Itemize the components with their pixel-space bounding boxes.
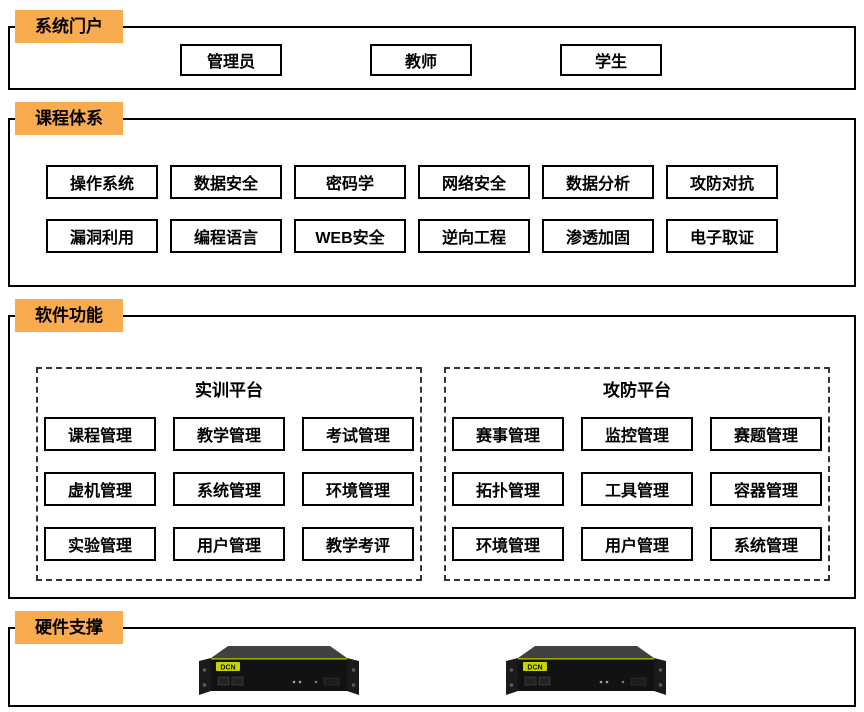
software-module: 系统管理 [173,472,285,506]
software-section: 软件功能 实训平台 课程管理 教学管理 考试管理 虚机管理 系统管理 环境管理 … [8,299,856,599]
courses-section-label: 课程体系 [15,102,123,135]
course-box: 渗透加固 [542,219,654,253]
software-module: 系统管理 [710,527,822,561]
software-module: 实验管理 [44,527,156,561]
attack-defense-platform-group: 攻防平台 赛事管理 监控管理 赛题管理 拓扑管理 工具管理 容器管理 环境管理 … [444,367,830,581]
portal-section: 系统门户 管理员 教师 学生 [8,10,856,90]
server-icon: DCN [198,646,359,695]
software-module: 教学考评 [302,527,414,561]
training-platform-grid: 课程管理 教学管理 考试管理 虚机管理 系统管理 环境管理 实验管理 用户管理 … [38,417,420,561]
software-module: 环境管理 [302,472,414,506]
software-module: 赛事管理 [452,417,564,451]
course-box: 编程语言 [170,219,282,253]
course-box: 网络安全 [418,165,530,199]
portal-role-student: 学生 [560,44,662,76]
software-module: 教学管理 [173,417,285,451]
server-brand-label: DCN [220,665,235,672]
software-module: 用户管理 [173,527,285,561]
course-box: 逆向工程 [418,219,530,253]
training-platform-group: 实训平台 课程管理 教学管理 考试管理 虚机管理 系统管理 环境管理 实验管理 … [36,367,422,581]
software-module: 课程管理 [44,417,156,451]
course-box: 电子取证 [666,219,778,253]
hardware-section: 硬件支撑 DCN [8,611,856,707]
platforms-row: 实训平台 课程管理 教学管理 考试管理 虚机管理 系统管理 环境管理 实验管理 … [36,367,854,581]
attack-defense-platform-title: 攻防平台 [603,381,671,400]
software-module: 工具管理 [581,472,693,506]
server-appliance-2: DCN [505,639,667,695]
software-module: 用户管理 [581,527,693,561]
portal-roles-row: 管理员 教师 学生 [10,28,854,76]
courses-row-2: 漏洞利用 编程语言 WEB安全 逆向工程 渗透加固 电子取证 [46,219,854,253]
course-box: 攻防对抗 [666,165,778,199]
software-module: 环境管理 [452,527,564,561]
software-module: 容器管理 [710,472,822,506]
server-brand-label: DCN [527,665,542,672]
course-box: WEB安全 [294,219,406,253]
portal-section-label: 系统门户 [15,10,123,43]
attack-defense-platform-grid: 赛事管理 监控管理 赛题管理 拓扑管理 工具管理 容器管理 环境管理 用户管理 … [446,417,828,561]
software-module: 拓扑管理 [452,472,564,506]
courses-section: 课程体系 操作系统 数据安全 密码学 网络安全 数据分析 攻防对抗 漏洞利用 编… [8,102,856,287]
server-appliance-1: DCN [198,639,360,695]
course-box: 密码学 [294,165,406,199]
courses-row-1: 操作系统 数据安全 密码学 网络安全 数据分析 攻防对抗 [46,165,854,199]
portal-role-teacher: 教师 [370,44,472,76]
course-box: 操作系统 [46,165,158,199]
software-module: 监控管理 [581,417,693,451]
portal-role-admin: 管理员 [180,44,282,76]
software-module: 赛题管理 [710,417,822,451]
software-module: 虚机管理 [44,472,156,506]
software-module: 考试管理 [302,417,414,451]
course-box: 数据分析 [542,165,654,199]
software-section-label: 软件功能 [15,299,123,332]
server-icon: DCN [505,646,666,695]
course-box: 漏洞利用 [46,219,158,253]
training-platform-title: 实训平台 [195,381,263,400]
course-box: 数据安全 [170,165,282,199]
hardware-section-label: 硬件支撑 [15,611,123,644]
